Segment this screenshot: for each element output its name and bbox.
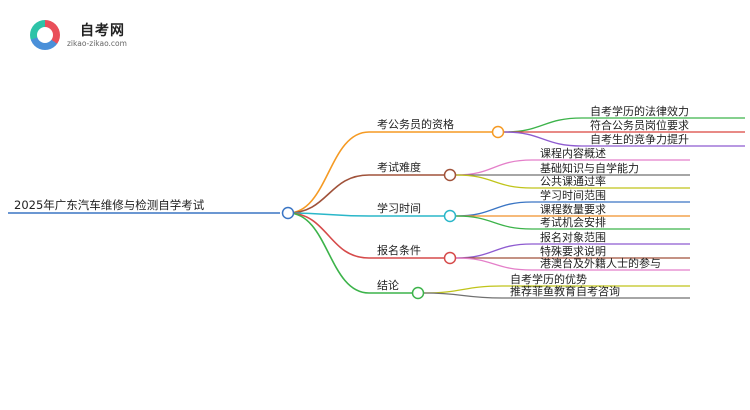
- branch-node-circle: [443, 168, 457, 182]
- child-label: 学习时间范围: [540, 188, 606, 202]
- brand-url: zikao-zikao.com: [67, 39, 127, 48]
- child-label: 符合公务员岗位要求: [590, 118, 689, 132]
- branch-node-circle: [491, 125, 505, 139]
- logo-mark-icon: [30, 20, 60, 50]
- branch-connector: [287, 131, 370, 214]
- child-connector: [455, 243, 533, 259]
- branch-node-circle: [443, 209, 457, 223]
- child-label: 港澳台及外籍人士的参与: [540, 256, 661, 270]
- child-connector: [455, 201, 533, 217]
- child-label: 考试机会安排: [540, 215, 606, 229]
- child-label: 自考学历的优势: [510, 272, 587, 286]
- child-label: 基础知识与自学能力: [540, 161, 639, 175]
- site-logo: 自考网 zikao-zikao.com: [30, 18, 140, 52]
- branch-node-circle: [411, 286, 425, 300]
- branch-label: 结论: [377, 278, 399, 292]
- child-label: 自考生的竞争力提升: [590, 132, 689, 146]
- branch-connector: [287, 212, 370, 294]
- child-label: 特殊要求说明: [540, 244, 606, 258]
- root-node-circle: [281, 206, 295, 220]
- child-label: 自考学历的法律效力: [590, 104, 689, 118]
- child-connector: [423, 292, 503, 299]
- child-connector: [455, 159, 533, 176]
- branch-connector: [287, 212, 370, 217]
- branch-label: 报名条件: [377, 243, 421, 257]
- child-label: 推荐菲鱼教育自考咨询: [510, 284, 620, 298]
- child-label: 课程内容概述: [540, 146, 606, 160]
- child-connector: [455, 257, 533, 271]
- child-connector: [455, 174, 533, 189]
- child-connector: [503, 117, 583, 133]
- child-label: 报名对象范围: [540, 230, 606, 244]
- child-connector: [503, 131, 583, 147]
- brand-name: 自考网: [80, 23, 125, 39]
- branch-node-circle: [443, 251, 457, 265]
- child-label: 公共课通过率: [540, 174, 606, 188]
- child-connector: [455, 215, 533, 230]
- child-connector: [423, 285, 503, 294]
- root-label: 2025年广东汽车维修与检测自学考试: [14, 198, 205, 212]
- branch-label: 考试难度: [377, 160, 421, 174]
- branch-label: 考公务员的资格: [377, 117, 454, 131]
- branch-label: 学习时间: [377, 201, 421, 215]
- branch-connector: [287, 212, 370, 259]
- child-label: 课程数量要求: [540, 203, 606, 216]
- branch-connector: [287, 174, 370, 214]
